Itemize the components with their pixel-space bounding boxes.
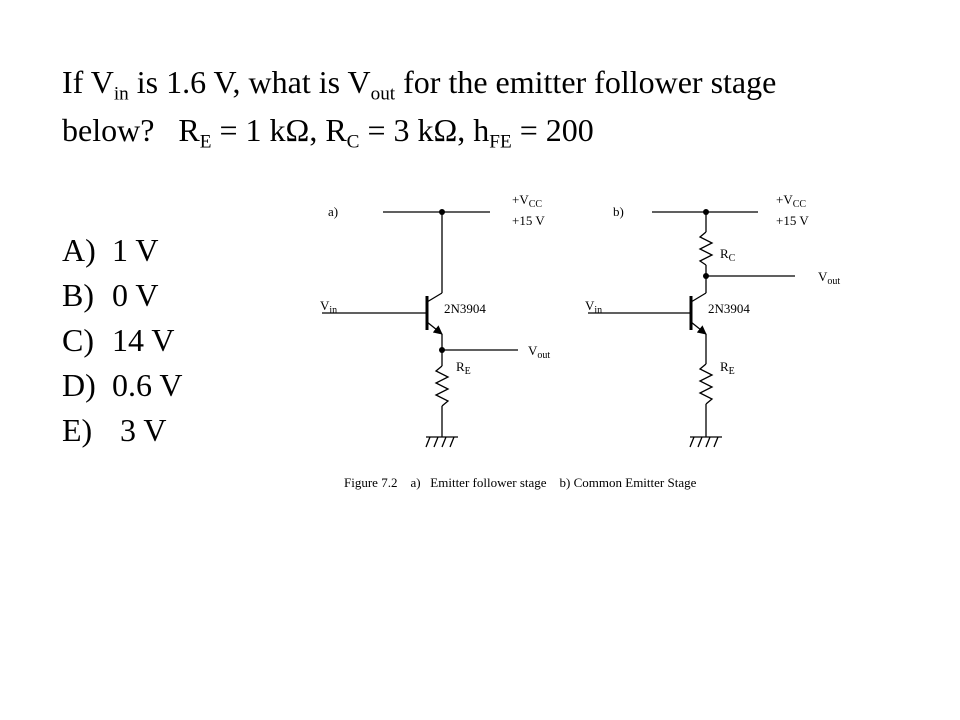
circuit-b-supply-label: +15 V <box>776 213 809 228</box>
circuit-a-vcc-label: +VCC <box>512 192 542 210</box>
circuit-a-supply-label: +15 V <box>512 213 545 228</box>
circuit-a-re-label: RE <box>456 359 471 377</box>
circuit-b-collector-lead <box>690 292 707 303</box>
circuit-b-re-label: RE <box>720 359 735 377</box>
circuit-b-rc-resistor <box>698 231 714 266</box>
choice-b[interactable]: B)0 V <box>62 277 159 313</box>
choice-c[interactable]: C)14 V <box>62 322 175 358</box>
circuit-b-emitter-arrow <box>690 321 707 335</box>
circuit-b-transistor-label: 2N3904 <box>708 301 750 316</box>
circuit-b-common-emitter: b) +VCC +15 V RC Vout Vin 2N3904 RE <box>585 192 840 448</box>
circuit-b-re-resistor <box>698 363 714 405</box>
question-text: If Vin is 1.6 V, what is Vout for the em… <box>62 58 922 154</box>
choice-e[interactable]: E) 3 V <box>62 412 167 448</box>
circuit-b-rc-label: RC <box>720 246 736 264</box>
circuit-a-re-resistor <box>434 365 450 407</box>
circuit-a-vout-label: Vout <box>528 343 550 361</box>
answer-choices: A)1 V B)0 V C)14 V D)0.6 V E) 3 V <box>62 228 183 453</box>
circuit-a-ground-icon <box>425 436 458 448</box>
circuit-a-emitter-arrow <box>426 321 443 335</box>
circuit-a-transistor-label: 2N3904 <box>444 301 486 316</box>
circuit-a-collector-lead <box>426 292 443 303</box>
circuit-b-vout-label: Vout <box>818 269 840 287</box>
choice-d[interactable]: D)0.6 V <box>62 367 183 403</box>
circuit-b-ground-icon <box>689 436 722 448</box>
circuit-a-panel-label: a) <box>328 204 338 219</box>
choice-a[interactable]: A)1 V <box>62 232 159 268</box>
circuit-a-vin-label: Vin <box>320 298 337 316</box>
figure-caption: Figure 7.2 a) Emitter follower stage b) … <box>344 475 697 490</box>
circuit-a-emitter-follower: a) +VCC +15 V Vin 2N3904 Vout RE <box>320 192 550 448</box>
circuit-b-panel-label: b) <box>613 204 624 219</box>
circuit-b-vcc-label: +VCC <box>776 192 806 210</box>
question-line-2: below? RE = 1 kΩ, RC = 3 kΩ, hFE = 200 <box>62 112 594 153</box>
circuit-b-vin-label: Vin <box>585 298 602 316</box>
